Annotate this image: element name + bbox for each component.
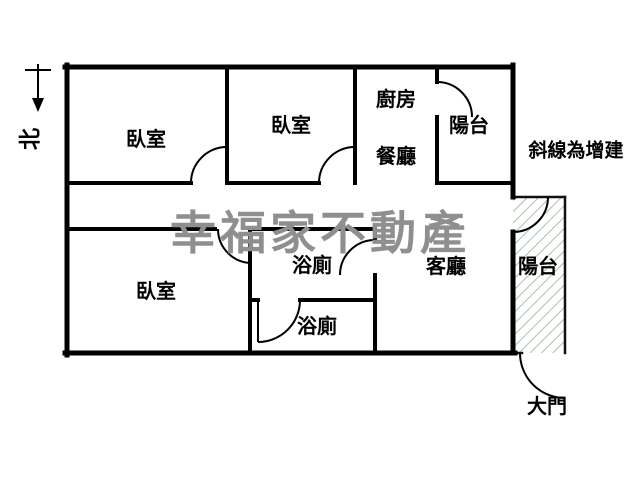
north-arrow-icon xyxy=(32,98,44,112)
label-living-room: 客廳 xyxy=(425,254,466,278)
label-bathroom-upper: 浴廁 xyxy=(292,253,332,277)
label-kitchen: 廚房 xyxy=(376,87,416,111)
label-balcony-right: 陽台 xyxy=(518,254,558,278)
inner-walls xyxy=(65,65,515,355)
door-balcony-top xyxy=(436,81,473,118)
label-addition-note: 斜線為增建 xyxy=(527,139,623,162)
watermark-text: 幸福家不動產 xyxy=(170,207,470,259)
label-dining: 餐廳 xyxy=(376,144,416,168)
door-bathroom-lower xyxy=(257,299,301,343)
north-label: 北 xyxy=(18,128,43,150)
door-bedroom-top-left xyxy=(190,146,228,184)
door-arcs xyxy=(190,81,566,399)
label-bathroom-lower: 浴廁 xyxy=(297,314,337,338)
label-bedroom-bottom: 臥室 xyxy=(136,279,176,303)
door-balcony-right xyxy=(512,196,549,233)
room-labels: 臥室 臥室 廚房 餐廳 陽台 斜線為增建 浴廁 客廳 陽台 臥室 浴廁 大門 xyxy=(126,87,624,418)
label-bedroom-top-left: 臥室 xyxy=(126,127,166,151)
north-indicator: 北 xyxy=(18,64,51,150)
door-main-entrance xyxy=(519,352,566,399)
label-balcony-top: 陽台 xyxy=(449,113,489,137)
door-bedroom-top-middle xyxy=(318,146,356,184)
door-bathroom-upper xyxy=(339,239,376,276)
label-bedroom-top-middle: 臥室 xyxy=(271,113,311,137)
label-main-door: 大門 xyxy=(527,395,567,418)
door-bedroom-bottom xyxy=(217,228,253,264)
